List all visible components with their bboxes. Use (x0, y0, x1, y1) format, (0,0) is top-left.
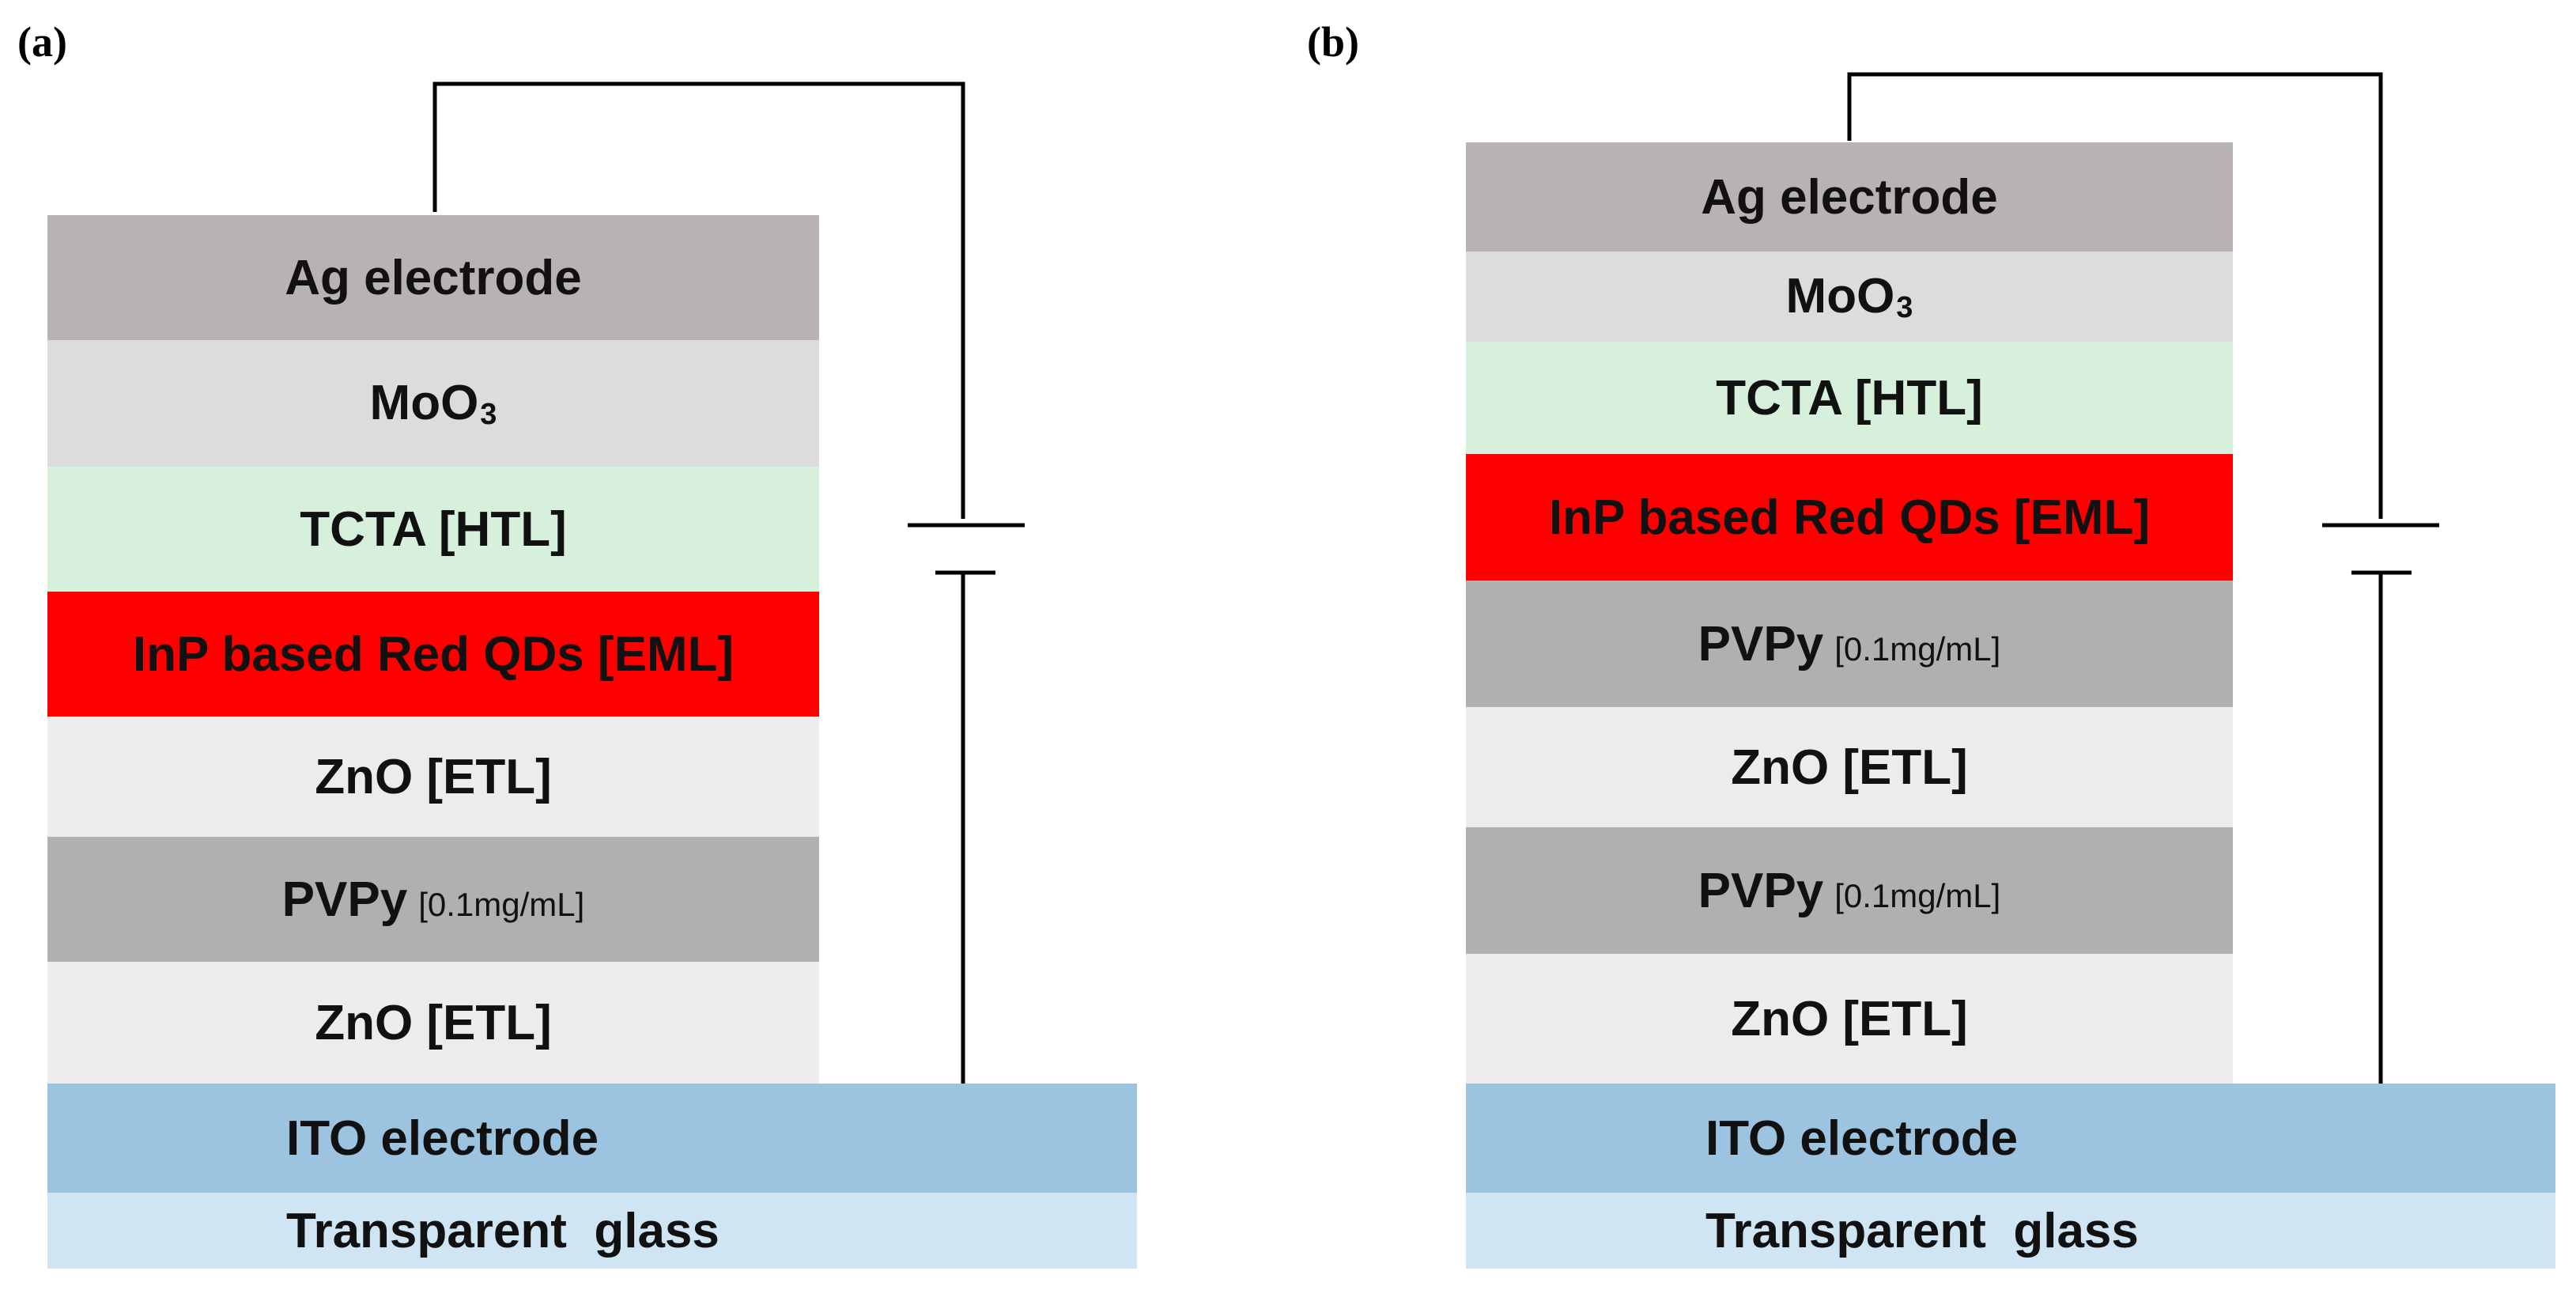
zno-bottom-label-b: ZnO [ETL] (1731, 991, 1968, 1046)
panel-a: (a) Ag electrode MoO3 TCTA [HTL] InP bas… (17, 18, 1137, 1269)
pvpy-label-a: PVPy[0.1mg/mL] (281, 872, 585, 927)
zno-top-layer-b: ZnO [ETL] (1466, 707, 2233, 827)
panel-label-a: (a) (17, 18, 67, 66)
tcta-layer-a: TCTA [HTL] (47, 467, 819, 592)
glass-label-a: Transparent glass (286, 1203, 720, 1258)
zno-top-label-a: ZnO [ETL] (315, 749, 552, 804)
ito-electrode-label-b: ITO electrode (1705, 1110, 2019, 1166)
ag-electrode-layer-b: Ag electrode (1466, 142, 2233, 252)
pvpy-bottom-layer-b: PVPy[0.1mg/mL] (1466, 827, 2233, 954)
moo3-layer-a: MoO3 (47, 340, 819, 467)
glass-layer-b: Transparent glass (1466, 1193, 2555, 1269)
moo3-layer-b: MoO3 (1466, 252, 2233, 342)
panel-label-b: (b) (1307, 18, 1359, 66)
moo3-label-b: MoO3 (1785, 269, 1913, 324)
zno-top-label-b: ZnO [ETL] (1731, 740, 1968, 795)
ito-electrode-label-a: ITO electrode (286, 1110, 599, 1166)
panel-b: (b) Ag electrode MoO3 TCTA [HTL] InP bas… (1288, 0, 2576, 1290)
pvpy-top-layer-b: PVPy[0.1mg/mL] (1466, 581, 2233, 707)
moo3-label-a: MoO3 (369, 376, 497, 431)
ito-electrode-layer-b: ITO electrode (1466, 1084, 2555, 1193)
ag-electrode-layer-a: Ag electrode (47, 215, 819, 340)
inp-qd-layer-a: InP based Red QDs [EML] (47, 592, 819, 717)
zno-bottom-label-a: ZnO [ETL] (315, 995, 552, 1050)
inp-qd-label-a: InP based Red QDs [EML] (132, 626, 735, 682)
zno-top-layer-a: ZnO [ETL] (47, 717, 819, 837)
zno-bottom-layer-a: ZnO [ETL] (47, 962, 819, 1084)
tcta-label-b: TCTA [HTL] (1716, 370, 1983, 426)
glass-layer-a: Transparent glass (47, 1193, 1137, 1269)
ag-electrode-label-a: Ag electrode (285, 250, 582, 305)
inp-qd-label-b: InP based Red QDs [EML] (1548, 490, 2151, 545)
ag-electrode-label-b: Ag electrode (1701, 169, 1998, 225)
pvpy-layer-a: PVPy[0.1mg/mL] (47, 837, 819, 962)
inp-qd-layer-b: InP based Red QDs [EML] (1466, 454, 2233, 581)
tcta-layer-b: TCTA [HTL] (1466, 342, 2233, 454)
tcta-label-a: TCTA [HTL] (300, 501, 567, 557)
pvpy-top-label-b: PVPy[0.1mg/mL] (1698, 616, 2001, 671)
zno-bottom-layer-b: ZnO [ETL] (1466, 954, 2233, 1084)
ito-electrode-layer-a: ITO electrode (47, 1084, 1137, 1193)
glass-label-b: Transparent glass (1705, 1203, 2139, 1258)
pvpy-bottom-label-b: PVPy[0.1mg/mL] (1698, 863, 2001, 918)
